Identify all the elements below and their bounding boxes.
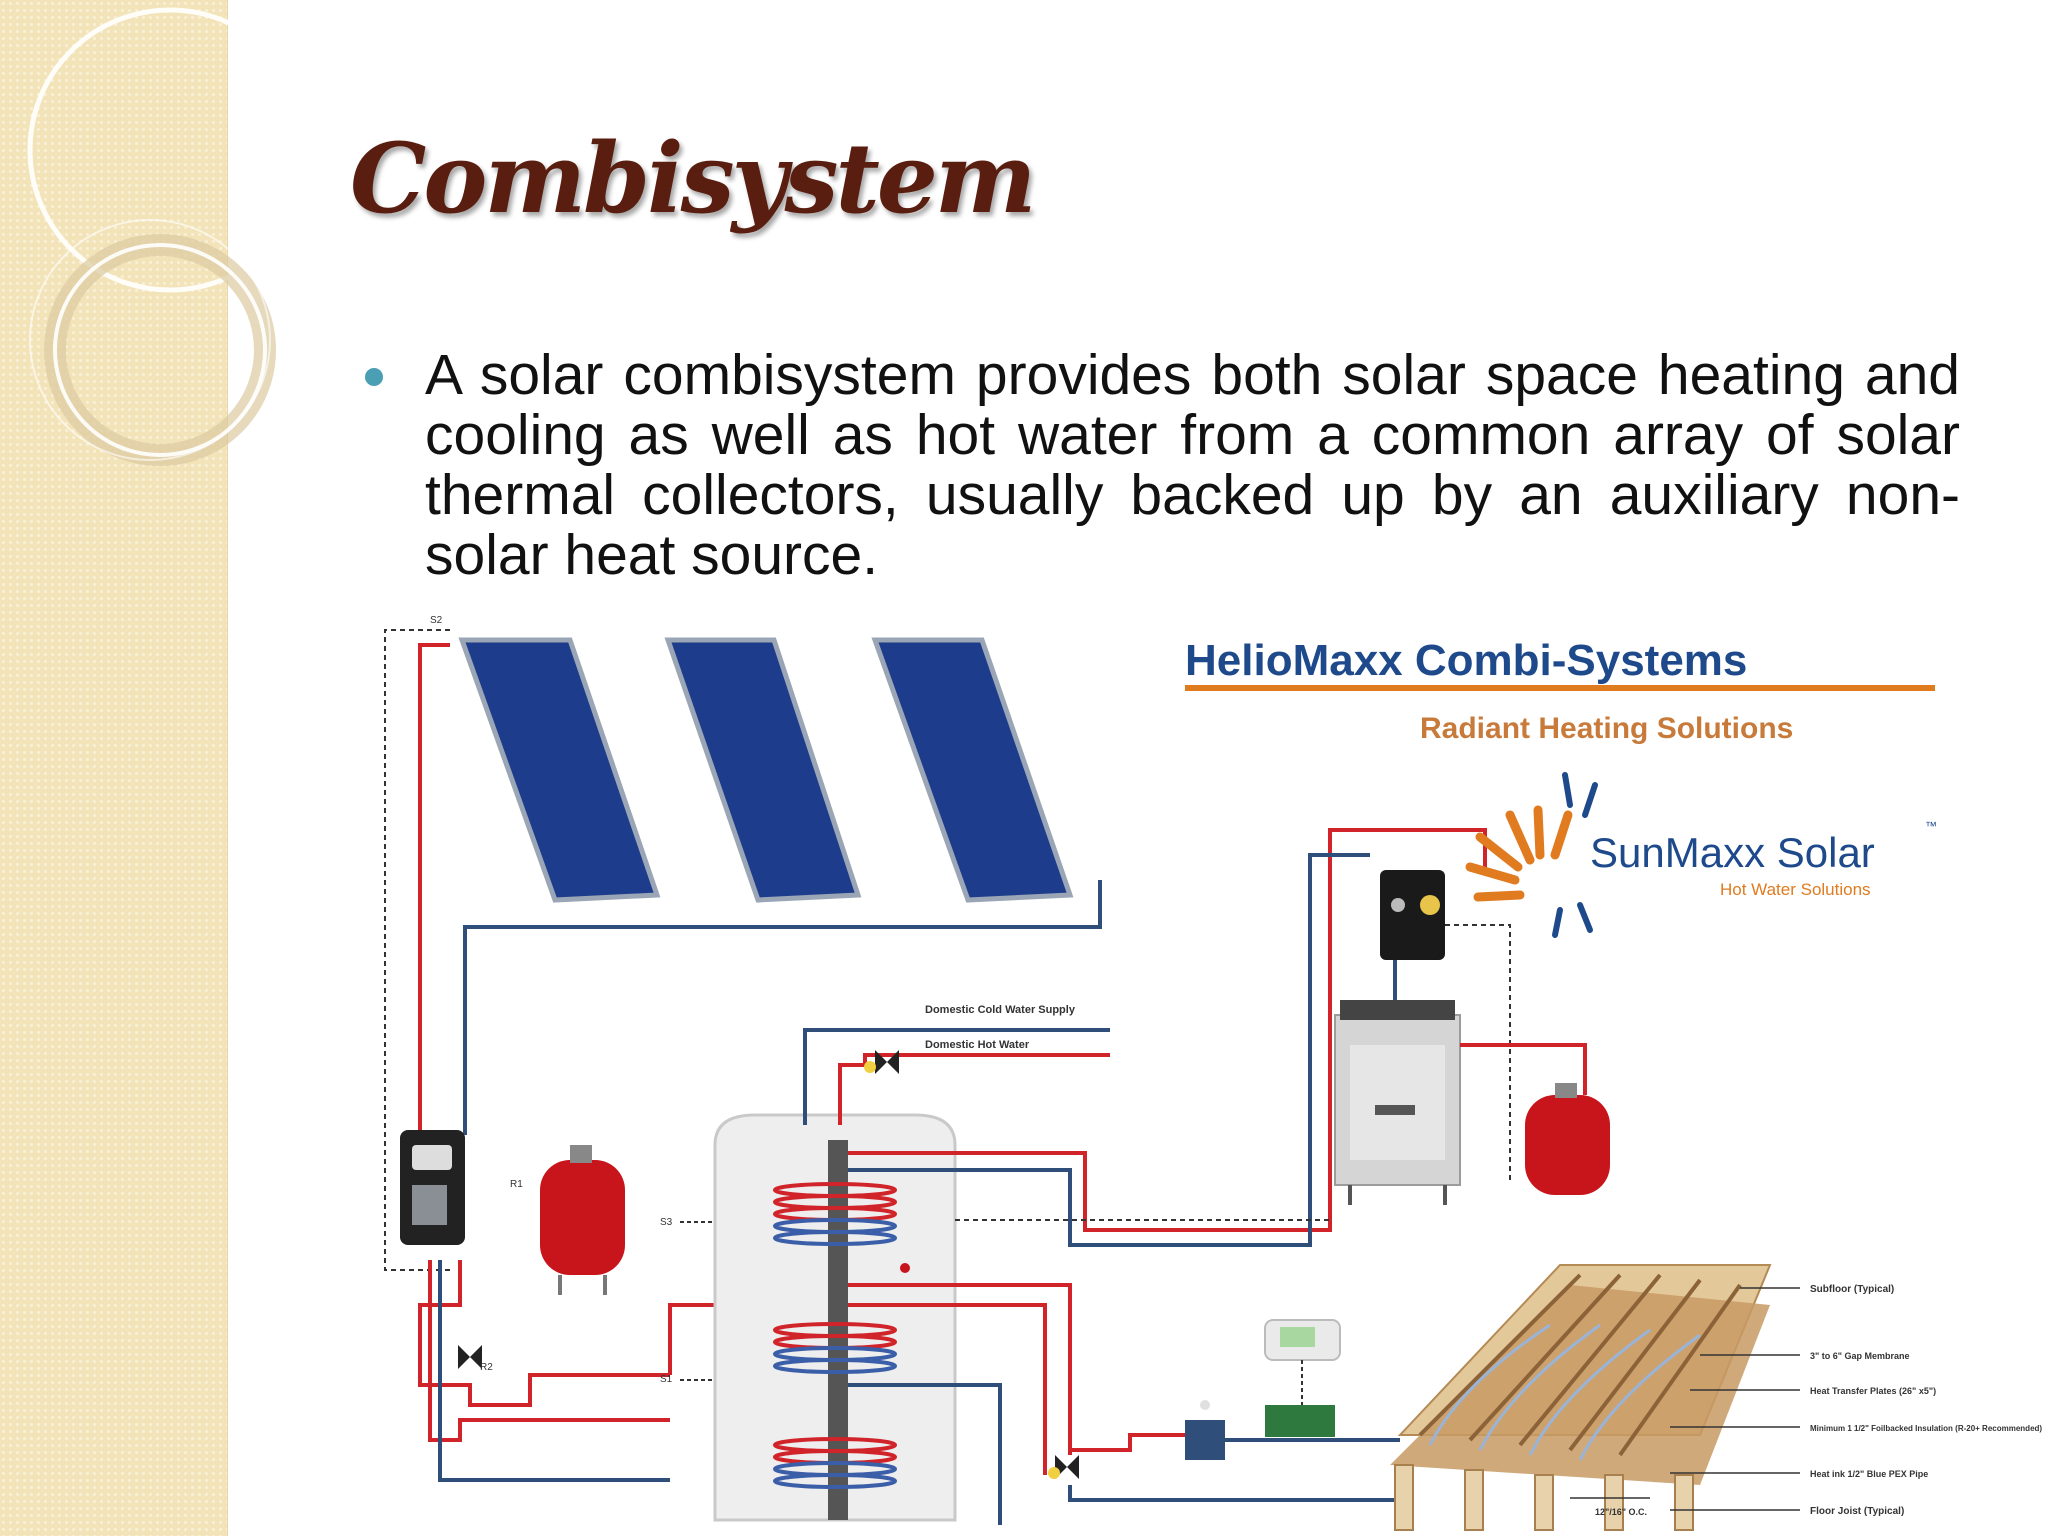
expansion-tank-left bbox=[540, 1145, 625, 1295]
storage-tank bbox=[713, 1113, 957, 1522]
zone-controller bbox=[1265, 1405, 1335, 1437]
label-spacing: 12"/16" O.C. bbox=[1595, 1507, 1647, 1517]
solar-panel-1 bbox=[458, 637, 661, 903]
brand-title: HelioMaxx Combi-Systems bbox=[1185, 636, 1747, 685]
label-s1: S1 bbox=[660, 1374, 673, 1385]
solar-pump-station bbox=[400, 1130, 465, 1245]
label-plates: Heat Transfer Plates (26" x5") bbox=[1810, 1386, 1936, 1396]
tempering-valve bbox=[864, 1050, 899, 1074]
zone-valve bbox=[1048, 1455, 1079, 1479]
sun-rays-icon bbox=[1465, 805, 1573, 902]
label-r1: R1 bbox=[510, 1179, 523, 1190]
label-s3: S3 bbox=[660, 1217, 673, 1228]
label-subfloor: Subfloor (Typical) bbox=[1810, 1284, 1894, 1295]
solar-panel-3 bbox=[871, 637, 1074, 903]
brand-subtitle: Radiant Heating Solutions bbox=[1420, 712, 1793, 745]
expansion-tank-right bbox=[1525, 1083, 1610, 1195]
logo-word: SunMaxx Solar bbox=[1590, 829, 1875, 876]
decorative-sidebar bbox=[0, 0, 313, 1536]
solar-collectors bbox=[458, 637, 1074, 903]
label-concrete: 3" to 6" Gap Membrane bbox=[1810, 1351, 1910, 1361]
bullet-text: A solar combisystem provides both solar … bbox=[425, 343, 1960, 587]
slide-title: Combisystem bbox=[350, 122, 1036, 235]
mixing-valve-r2 bbox=[458, 1345, 482, 1369]
label-r2: R2 bbox=[480, 1362, 493, 1373]
radiant-floor-assembly bbox=[1390, 1264, 1772, 1531]
logo-tagline: Hot Water Solutions bbox=[1720, 880, 1871, 899]
bullet-marker bbox=[365, 368, 383, 386]
thermostat bbox=[1264, 1319, 1341, 1361]
circulator-pump bbox=[1185, 1400, 1225, 1460]
sunmaxx-logo: SunMaxx Solar ™ Hot Water Solutions bbox=[1465, 772, 1937, 938]
boiler-pump-control bbox=[1380, 870, 1445, 960]
label-insulation: Minimum 1 1/2" Foilbacked Insulation (R-… bbox=[1810, 1424, 2042, 1433]
logo-tm: ™ bbox=[1925, 819, 1937, 833]
combisystem-diagram: S2 R1 R2 bbox=[384, 615, 2042, 1531]
decorative-rings bbox=[27, 7, 313, 466]
label-cold-supply: Domestic Cold Water Supply bbox=[925, 1004, 1076, 1016]
solar-panel-2 bbox=[664, 637, 862, 903]
boiler-unit bbox=[1334, 1000, 1461, 1205]
label-joist: Floor Joist (Typical) bbox=[1810, 1506, 1904, 1517]
label-pex: Heat ink 1/2" Blue PEX Pipe bbox=[1810, 1469, 1928, 1479]
label-s2: S2 bbox=[430, 615, 443, 626]
brand-underline bbox=[1185, 685, 1935, 691]
label-hot-water: Domestic Hot Water bbox=[925, 1039, 1030, 1051]
